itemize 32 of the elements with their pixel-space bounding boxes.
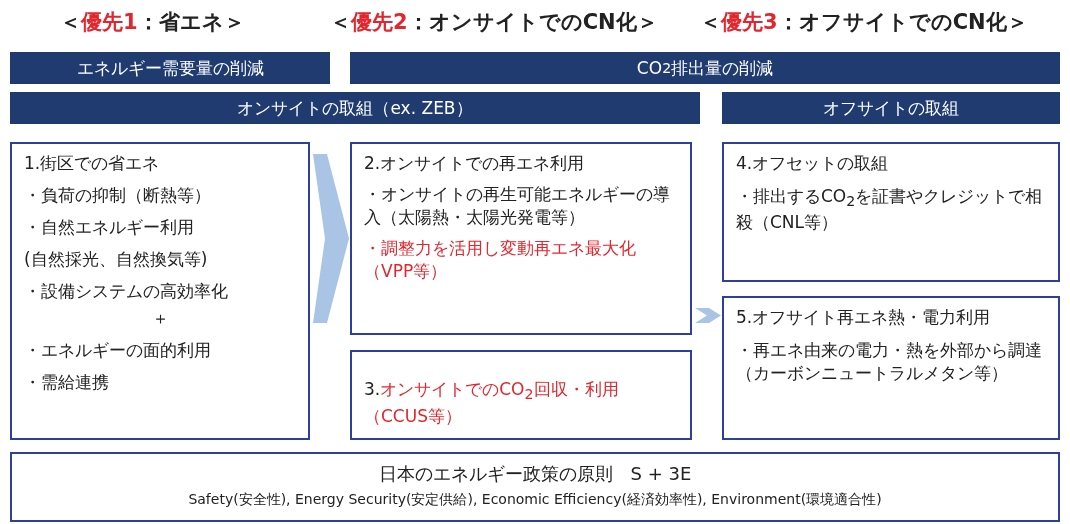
- box-text: (自然採光、自然換気等): [24, 247, 209, 271]
- box-text: ・オンサイトの再生可能エネルギーの導入（太陽熱・太陽光発電等）: [364, 182, 671, 229]
- priority-heading: ＜優先3：オフサイトでのCN化＞: [700, 9, 1028, 36]
- box-heading: 3.オンサイトでのCO$_{2}$回収・利用（CCUS等）: [364, 378, 620, 428]
- chevron-arrow: [313, 154, 349, 323]
- heading-banner: オフサイトの取組: [722, 92, 1060, 124]
- box-text: ・需給連携: [24, 370, 110, 394]
- box-text: ・エネルギーの面的利用: [24, 338, 212, 362]
- box-text: ・負荷の抑制（断熱等）: [24, 183, 212, 207]
- box-text: ・排出するCO$_{2}$を証書やクレジットで相殺（CNL等）: [736, 184, 1044, 235]
- box-heading: 1.街区での省エネ: [24, 152, 161, 175]
- box-text: ・再エネ由来の電力・熱を外部から調達（カーボンニュートラルメタン等）: [736, 338, 1043, 385]
- box-heading: 日本のエネルギー政策の原則 S + 3E: [377, 462, 693, 486]
- box-text: ・調整力を活用し変動再エネ最大化（VPP等）: [364, 236, 637, 283]
- heading-banner: オンサイトの取組（ex. ZEB）: [10, 92, 700, 124]
- box-heading: 2.オンサイトでの再エネ利用: [364, 152, 586, 175]
- chevron-arrow: [695, 308, 721, 323]
- box-heading: 4.オフセットの取組: [736, 152, 890, 175]
- priority-heading: ＜優先1：省エネ＞: [60, 9, 245, 36]
- plus-sign: ＋: [150, 306, 170, 330]
- content-box: [350, 142, 692, 335]
- content-box: [10, 452, 1060, 522]
- content-box: [10, 142, 310, 440]
- heading-banner: エネルギー需要量の削減: [10, 52, 330, 84]
- priority-heading: ＜優先2：オンサイトでのCN化＞: [330, 9, 658, 36]
- box-text: Safety(安全性), Energy Security(安定供給), Economic Efficiency(経済効率性), Environment(環境適合性): [187, 490, 883, 510]
- box-text: ・自然エネルギー利用: [24, 215, 195, 239]
- content-box: [722, 296, 1060, 440]
- box-heading: 5.オフサイト再エネ熱・電力利用: [736, 306, 992, 329]
- box-text: ・設備システムの高効率化: [24, 279, 229, 303]
- content-box: [722, 142, 1060, 282]
- content-box: [350, 350, 692, 440]
